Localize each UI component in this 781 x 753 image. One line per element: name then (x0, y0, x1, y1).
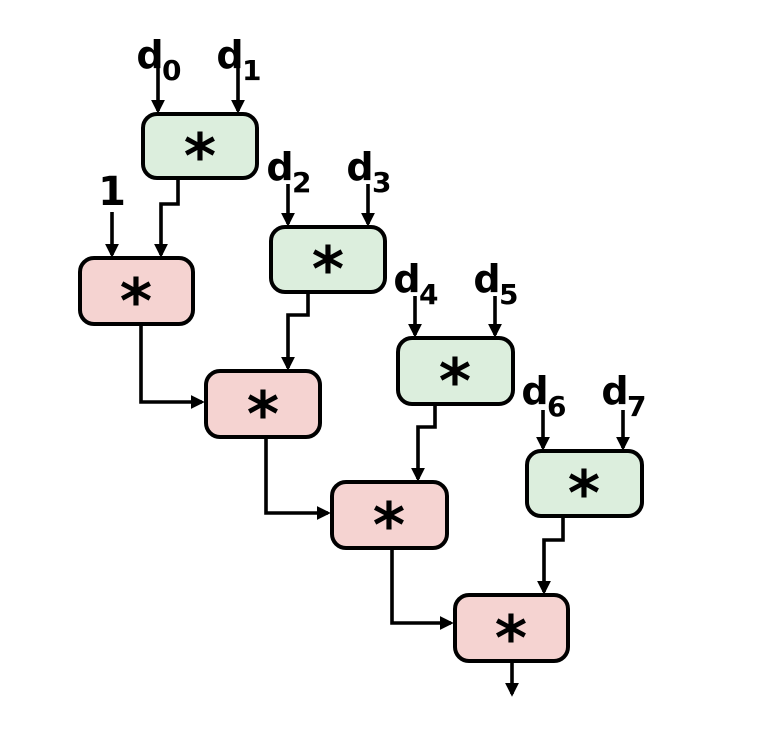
pair2-operator: * (312, 233, 344, 306)
pair-multiplier-box-4 (525, 449, 644, 518)
arrow-pair2-to-acc2 (281, 291, 310, 371)
accumulator-multiplier-box-3 (330, 480, 449, 550)
label-d6-sub: 6 (547, 390, 566, 423)
pair4-operator: * (568, 457, 600, 530)
label-d1-sub: 1 (242, 54, 261, 87)
acc3-operator: * (373, 489, 405, 562)
arrow-pair3-to-acc3 (411, 403, 437, 482)
accumulator-multiplier-box-4 (453, 593, 570, 663)
arrow-acc2-to-acc3 (264, 436, 331, 520)
acc2-operator: * (247, 378, 279, 451)
label-d2: d (266, 145, 293, 189)
pair3-operator: * (439, 345, 471, 418)
label-d4: d (393, 257, 420, 301)
arrow-pair4-to-acc4 (537, 515, 565, 595)
acc1-operator: * (120, 265, 152, 338)
initial-value-label: 1 (98, 169, 126, 215)
accumulator-multiplier-box-1 (78, 256, 195, 326)
label-d6: d (521, 369, 548, 413)
pair-multiplier-box-3 (396, 336, 515, 406)
arrow-acc3-to-acc4 (390, 547, 454, 630)
label-d0: d (136, 33, 163, 77)
label-d5-sub: 5 (499, 278, 518, 311)
acc4-operator: * (495, 602, 527, 675)
arrow-acc1-to-acc2 (139, 323, 205, 409)
arrow-pair1-to-acc1 (154, 177, 180, 258)
label-d3-sub: 3 (372, 166, 391, 199)
label-d1: d (216, 33, 243, 77)
accumulator-multiplier-box-2 (204, 369, 322, 439)
pair-multiplier-box-1 (141, 112, 259, 180)
label-d7: d (601, 369, 628, 413)
label-d0-sub: 0 (162, 54, 181, 87)
pair1-operator: * (184, 120, 216, 193)
label-d7-sub: 7 (627, 390, 646, 423)
label-d2-sub: 2 (292, 166, 311, 199)
label-d4-sub: 4 (419, 278, 438, 311)
pair-multiplier-box-2 (269, 225, 387, 294)
label-d5: d (473, 257, 500, 301)
label-d3: d (346, 145, 373, 189)
